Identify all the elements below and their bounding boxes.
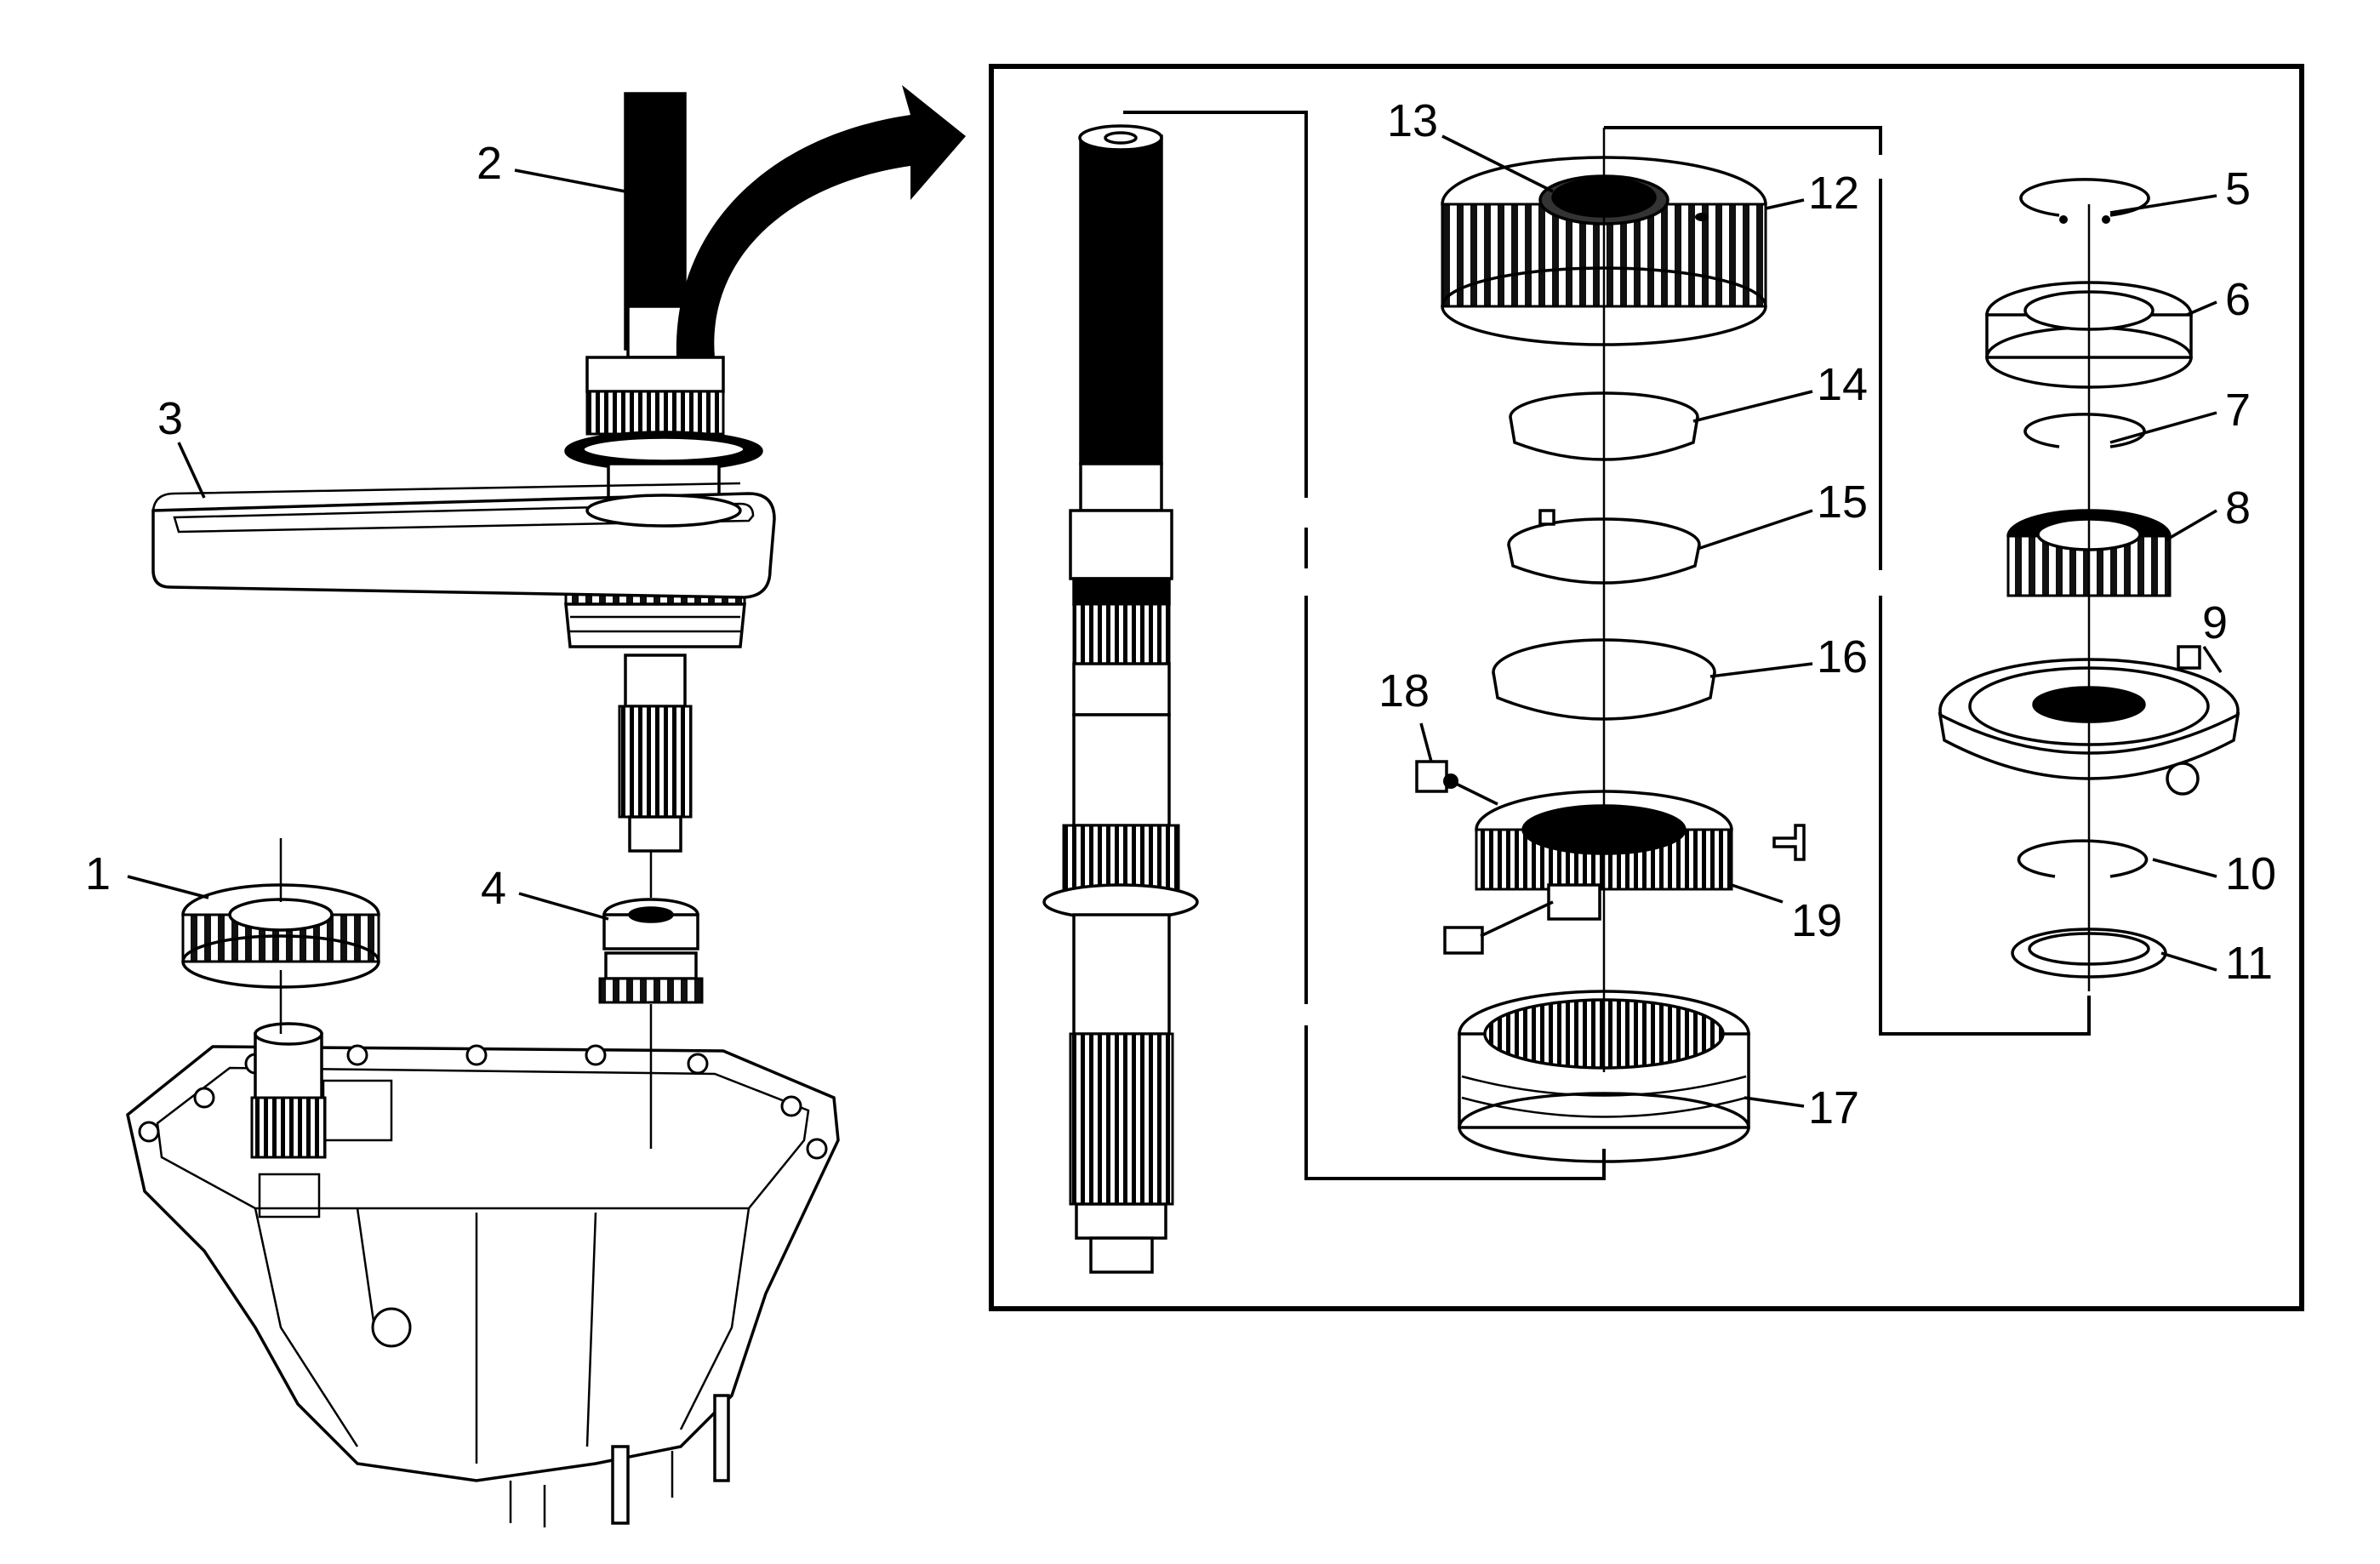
callout-6: 6	[2225, 274, 2251, 325]
leader-lines	[127, 134, 2223, 1108]
assembly-bracket-left	[1123, 111, 1606, 1180]
callout-11: 11	[2225, 938, 2273, 989]
callout-10: 10	[2225, 848, 2276, 899]
callout-2: 2	[477, 138, 502, 189]
callout-labels: 1 2 3 4 5 6 7 8 9 10 11 12 13 14 15 16 1…	[85, 95, 2276, 1133]
left-assembly	[126, 85, 966, 1527]
callout-12: 12	[1808, 168, 1859, 219]
callout-14: 14	[1817, 359, 1868, 410]
bearing-assembly	[598, 898, 704, 1004]
callout-7: 7	[2225, 385, 2251, 436]
callout-18: 18	[1378, 665, 1430, 716]
callout-3: 3	[157, 393, 183, 444]
callout-4: 4	[481, 863, 506, 914]
exploded-detail-frame	[989, 64, 2304, 1311]
callout-13: 13	[1387, 95, 1438, 146]
assembly-bracket-right	[1604, 126, 2091, 1036]
output-sleeve	[250, 1022, 327, 1159]
output-shaft	[1042, 124, 1199, 1274]
callout-17: 17	[1808, 1082, 1859, 1133]
callout-5: 5	[2225, 163, 2251, 214]
middle-column-parts	[1415, 156, 1806, 1163]
callout-1: 1	[85, 848, 111, 899]
callout-arrow	[676, 85, 966, 357]
driven-gear	[181, 883, 380, 989]
callout-9: 9	[2202, 597, 2228, 648]
transfer-case-housing	[126, 1044, 840, 1527]
callout-16: 16	[1817, 631, 1868, 682]
callout-8: 8	[2225, 482, 2251, 534]
callout-19: 19	[1791, 895, 1842, 946]
callout-15: 15	[1817, 477, 1868, 528]
